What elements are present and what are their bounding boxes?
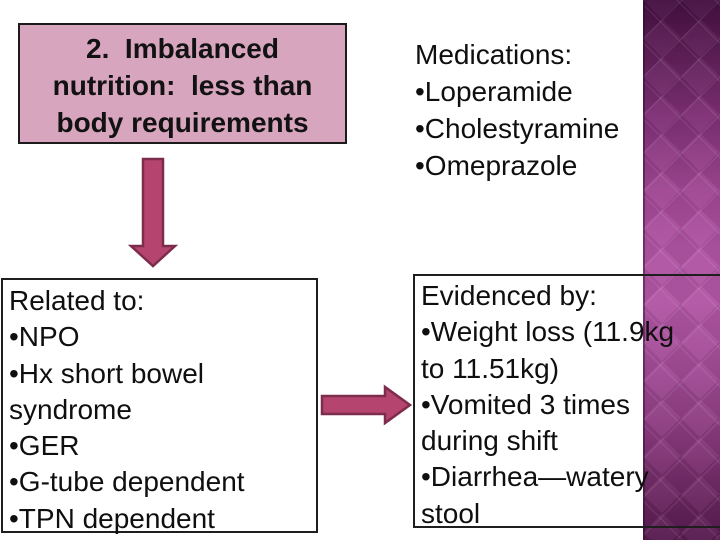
related-item: •Hx short bowel [9,357,204,389]
related-item: •GER [9,430,80,462]
related-item: •NPO [9,321,80,353]
arrow-down-icon [127,157,179,268]
related-item: •G-tube dependent [9,466,245,498]
diagnosis-line: 2. Imbalanced [86,33,279,64]
evidence-item: •Diarrhea—watery [421,461,649,493]
diagnosis-line: body requirements [56,107,309,138]
related-box: Related to: •NPO •Hx short bowel syndrom… [1,278,318,534]
evidence-item: •Weight loss (11.9kg [421,316,675,348]
evidence-item-wrap: during shift [421,425,558,457]
medication-item: •Loperamide [415,76,573,107]
arrow-right-icon [320,384,413,426]
argyle-accent-band [643,0,720,540]
evidence-item-wrap: stool [421,497,481,529]
related-item-wrap: syndrome [9,393,132,425]
diagnosis-line: nutrition: less than [52,70,313,101]
arrow-right-shape [320,384,413,426]
medications-list: Medications: •Loperamide •Cholestyramine… [415,36,619,184]
diagnosis-box: 2. Imbalanced nutrition: less than body … [18,23,347,144]
medications-heading: Medications: [415,39,573,70]
evidence-item: •Vomited 3 times [421,388,631,420]
evidence-heading: Evidenced by: [421,280,597,311]
medication-item: •Omeprazole [415,150,578,181]
evidence-item-wrap: to 11.51kg) [421,352,560,384]
arrow-down-shape [127,157,179,268]
medication-item: •Cholestyramine [415,113,620,144]
related-item: •TPN dependent [9,502,215,534]
evidence-box: Evidenced by: •Weight loss (11.9kg to 11… [413,274,720,529]
related-heading: Related to: [9,285,145,316]
